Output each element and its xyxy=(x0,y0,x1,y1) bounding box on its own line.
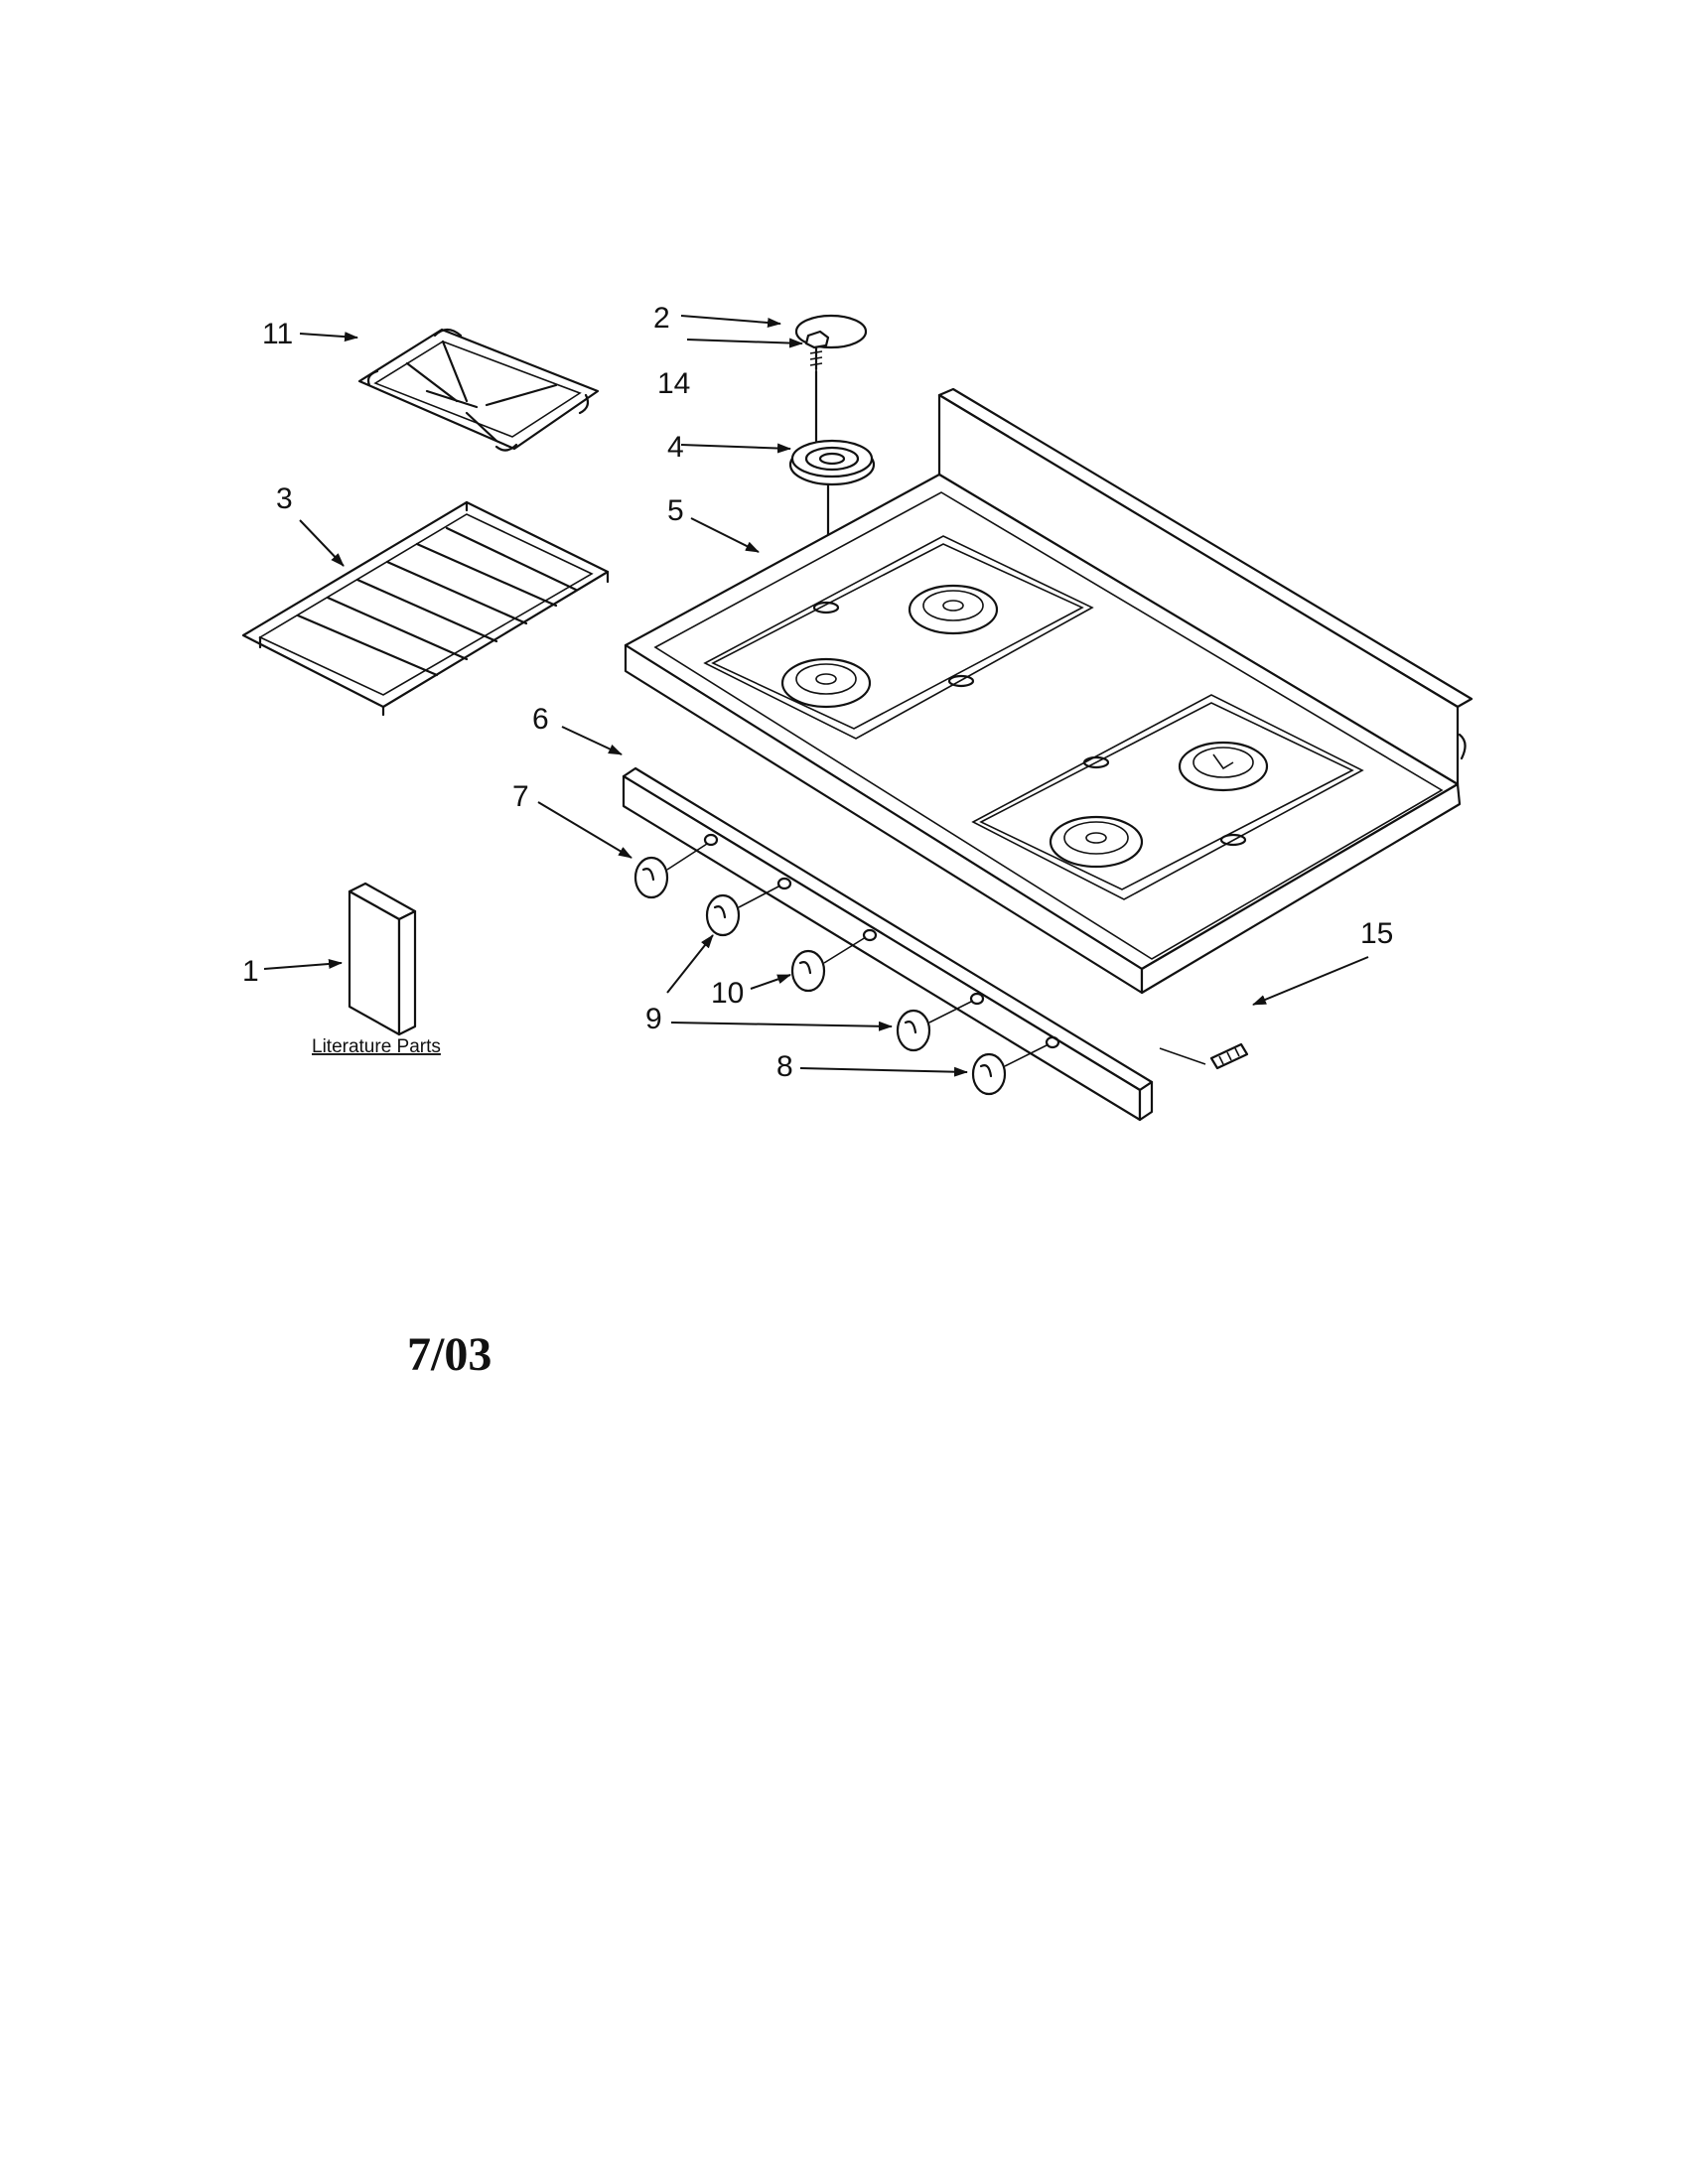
burner-grate-double xyxy=(241,500,610,717)
callout-14: 14 xyxy=(657,367,690,400)
callout-labels: 11 2 14 4 3 5 6 7 1 9 10 8 15 xyxy=(242,302,1393,1083)
control-knob-9a xyxy=(705,885,781,937)
burner-head-left-rear xyxy=(908,584,999,635)
date-code: 7/03 xyxy=(407,1328,491,1381)
literature-parts-label: Literature Parts xyxy=(312,1036,441,1057)
burner-grate-square xyxy=(357,328,600,452)
callout-9: 9 xyxy=(645,1003,662,1035)
callout-4: 4 xyxy=(667,431,684,464)
callout-3: 3 xyxy=(276,482,293,515)
control-knob-10 xyxy=(790,936,867,993)
burner-head-left-front xyxy=(780,657,872,709)
callout-5: 5 xyxy=(667,494,684,527)
callout-10: 10 xyxy=(711,977,744,1010)
callout-11: 11 xyxy=(262,318,293,350)
burner-head-right-front xyxy=(1049,815,1144,869)
callout-7: 7 xyxy=(512,780,529,813)
control-knob-7 xyxy=(633,843,708,899)
panel-screw xyxy=(1159,1042,1249,1070)
literature-booklet xyxy=(348,882,417,1036)
control-knob-8 xyxy=(971,1043,1050,1096)
callout-6: 6 xyxy=(532,703,549,736)
control-knob-9b xyxy=(896,1000,974,1052)
callout-1: 1 xyxy=(242,955,259,988)
callout-15: 15 xyxy=(1360,917,1393,950)
control-panel xyxy=(622,766,1154,1122)
callout-2: 2 xyxy=(653,302,670,335)
cooktop-main-top xyxy=(624,387,1474,995)
burner-screw xyxy=(804,330,830,371)
leader-lines xyxy=(263,315,1369,1077)
callout-8: 8 xyxy=(776,1050,793,1083)
burner-head-right-rear xyxy=(1178,741,1269,792)
